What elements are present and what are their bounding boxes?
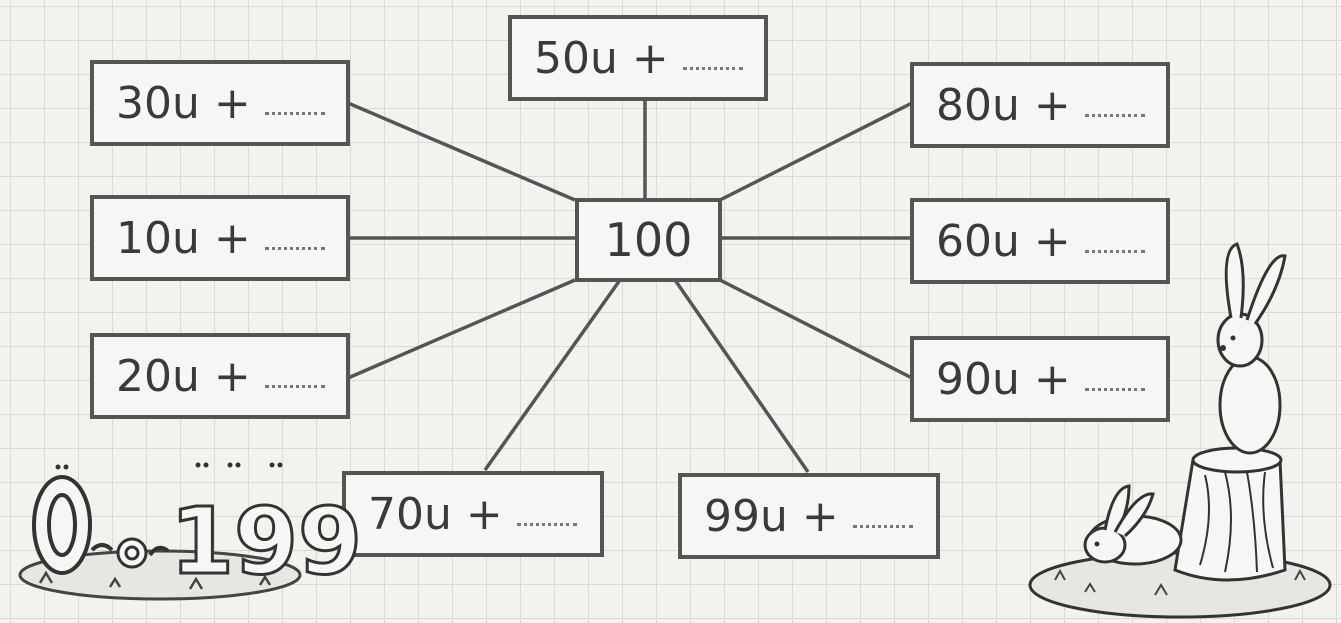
sum-label: 70u + (368, 488, 503, 540)
answer-blank[interactable] (264, 246, 325, 250)
sum-label: 50u + (534, 32, 669, 84)
svg-text:199: 199 (170, 488, 362, 595)
center-box: 100 (575, 198, 722, 282)
center-label: 100 (604, 213, 693, 267)
answer-blank[interactable] (1084, 113, 1145, 117)
sum-box-70: 70u + (342, 471, 604, 557)
answer-blank[interactable] (1084, 249, 1145, 253)
answer-blank[interactable] (682, 66, 743, 70)
sum-label: 60u + (936, 215, 1071, 267)
answer-blank[interactable] (264, 111, 325, 115)
logo-0-199: 199 (18, 462, 364, 601)
answer-blank[interactable] (1084, 387, 1145, 391)
answer-blank[interactable] (516, 522, 577, 526)
rabbits-illustration (1028, 242, 1332, 619)
sum-label: 30u + (116, 77, 251, 129)
sum-box-10: 10u + (90, 195, 350, 281)
answer-blank[interactable] (852, 524, 913, 528)
sum-label: 80u + (936, 79, 1071, 131)
sum-label: 99u + (704, 490, 839, 542)
answer-blank[interactable] (264, 384, 325, 388)
sum-box-20: 20u + (90, 333, 350, 419)
sum-label: 20u + (116, 350, 251, 402)
sum-box-30: 30u + (90, 60, 350, 146)
sum-box-99: 99u + (678, 473, 940, 559)
sum-label: 90u + (936, 353, 1071, 405)
sum-box-90: 90u + (910, 336, 1170, 422)
sum-label: 10u + (116, 212, 251, 264)
sum-box-50: 50u + (508, 15, 768, 101)
sum-box-60: 60u + (910, 198, 1170, 284)
sum-box-80: 80u + (910, 62, 1170, 148)
